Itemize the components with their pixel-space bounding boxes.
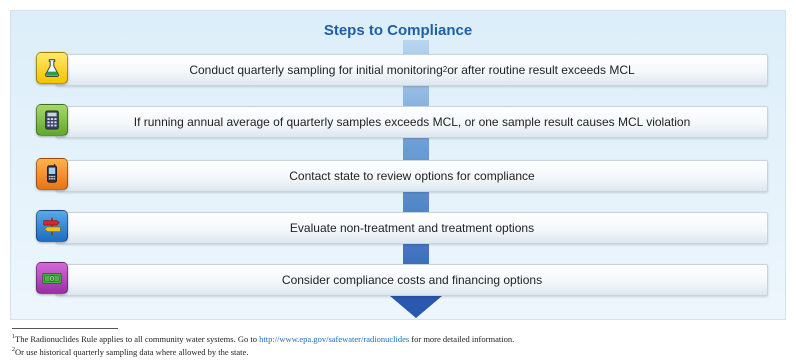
step-1-text-after: or after routine result exceeds MCL <box>447 63 635 77</box>
step-4-bar: Evaluate non-treatment and treatment opt… <box>56 212 768 244</box>
signpost-icon <box>36 210 68 242</box>
radionuclides-link[interactable]: http://www.epa.gov/safewater/radionuclid… <box>259 334 410 344</box>
step-5-bar: Consider compliance costs and financing … <box>56 264 768 296</box>
footnote-1: 1The Radionuclides Rule applies to all c… <box>12 334 514 344</box>
svg-text:$: $ <box>51 276 54 281</box>
step-1-text: Conduct quarterly sampling for initial m… <box>189 63 443 77</box>
calculator-icon <box>36 104 68 136</box>
step-5-text: Consider compliance costs and financing … <box>281 273 543 287</box>
footnote-rule <box>12 328 118 329</box>
step-1-bar: Conduct quarterly sampling for initial m… <box>56 54 768 86</box>
step-2-bar: If running annual average of quarterly s… <box>56 106 768 138</box>
step-4-text: Evaluate non-treatment and treatment opt… <box>289 221 535 235</box>
phone-icon <box>36 158 68 190</box>
footnote-2-text: Or use historical quarterly sampling dat… <box>15 347 249 357</box>
footnote-1-text: The Radionuclides Rule applies to all co… <box>15 334 260 344</box>
step-3-bar: Contact state to review options for comp… <box>56 160 768 192</box>
footnote-1-text-after: for more detailed information. <box>409 334 515 344</box>
flow-arrow-head <box>390 296 442 318</box>
step-3-text: Contact state to review options for comp… <box>289 169 535 183</box>
footnote-1-marker: 1 <box>12 334 15 341</box>
step-2-text: If running annual average of quarterly s… <box>133 115 691 129</box>
flask-icon <box>36 52 68 84</box>
footnote-2: 2Or use historical quarterly sampling da… <box>12 347 248 357</box>
footnote-2-marker: 2 <box>12 347 15 354</box>
money-icon: $ <box>36 262 68 294</box>
page-title: Steps to Compliance <box>323 22 473 39</box>
